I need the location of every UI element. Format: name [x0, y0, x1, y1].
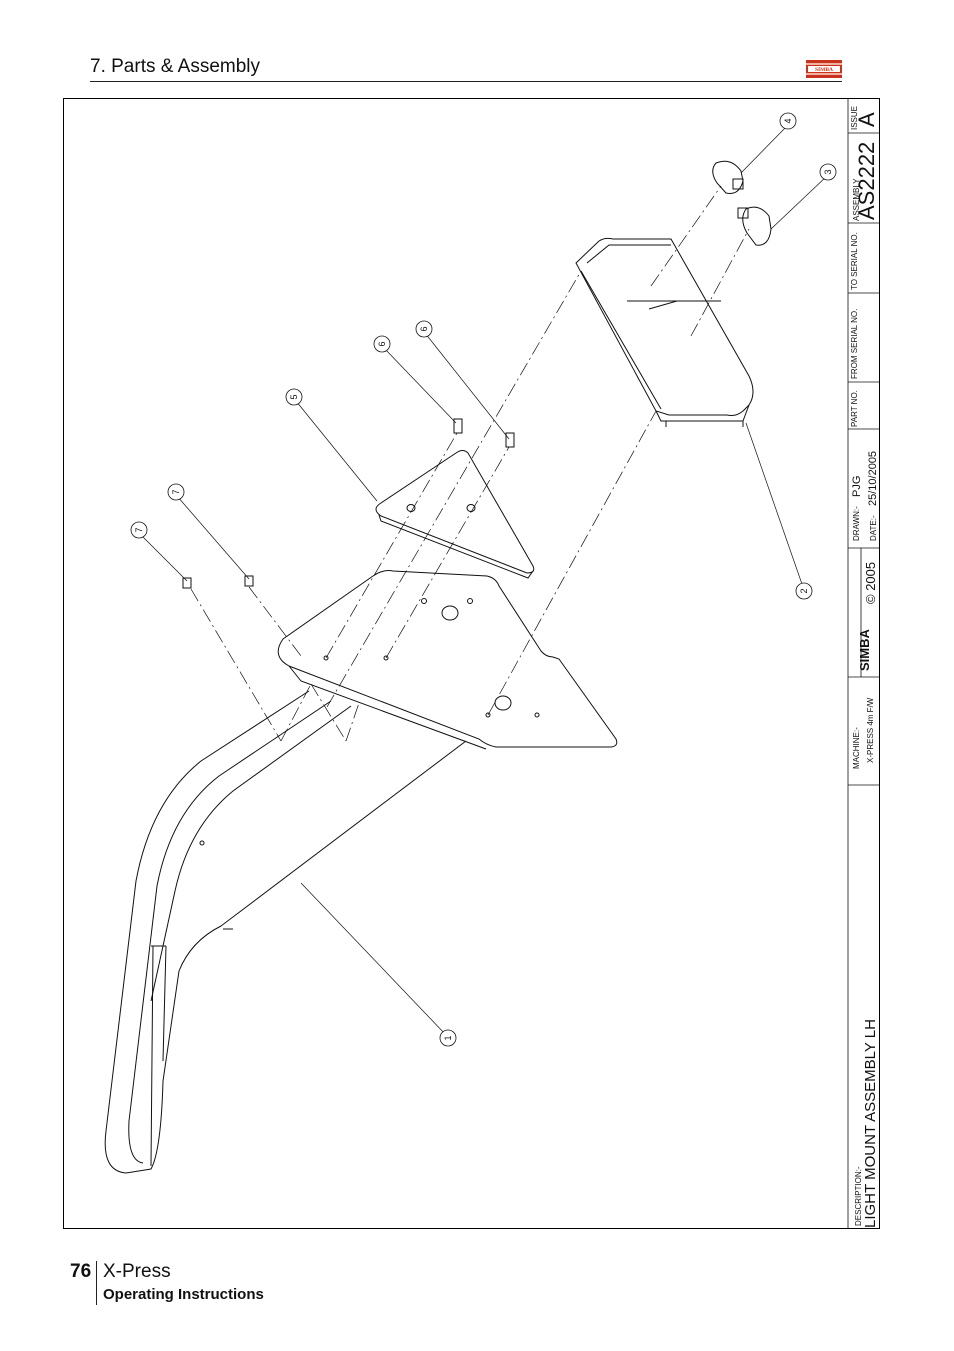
screws — [182, 418, 515, 589]
from-serial-label: FROM SERIAL NO. — [850, 309, 859, 379]
title-block — [847, 99, 879, 1228]
drawing-frame: 1 2 3 4 5 6 6 7 7 ISSUE A ASSEMBLY AS222… — [63, 98, 880, 1229]
svg-text:1: 1 — [443, 1035, 453, 1040]
to-serial-label: TO SERIAL NO. — [850, 232, 859, 290]
lamp-housing — [575, 237, 754, 427]
footer-title: X-Press — [103, 1261, 171, 1282]
date-label: DATE:- — [869, 515, 878, 541]
footer-subtitle: Operating Instructions — [103, 1286, 264, 1303]
issue-label: ISSUE — [850, 106, 859, 130]
triangle-plate — [375, 450, 535, 579]
item-balloon-7a: 7 — [167, 483, 185, 501]
leader-lines — [139, 125, 828, 1036]
item-balloon-7b: 7 — [130, 521, 148, 539]
item-balloon-2: 2 — [795, 582, 813, 600]
header-divider — [90, 81, 842, 82]
assembly-drawing: 1 2 3 4 5 6 6 7 7 ISSUE A ASSEMBLY AS222… — [104, 99, 879, 1228]
svg-text:3: 3 — [823, 169, 833, 174]
assembly-label: ASSEMBLY — [852, 178, 861, 221]
simba-logo: SIMBA — [806, 60, 842, 78]
svg-text:7: 7 — [171, 489, 181, 494]
machine-label: MACHINE:- — [852, 727, 861, 769]
svg-text:7: 7 — [134, 527, 144, 532]
item-balloon-6a: 6 — [373, 335, 391, 353]
date-value: 25/10/2005 — [867, 451, 879, 506]
item-balloon-6b: 6 — [415, 320, 433, 338]
bracket-arm — [104, 690, 467, 1174]
assembly-number: AS2222 — [854, 142, 879, 220]
issue-value: A — [854, 112, 879, 127]
part-no-label: PART NO. — [850, 390, 859, 427]
mounting-plate — [277, 570, 618, 750]
svg-text:2: 2 — [799, 588, 809, 593]
machine-value: X-PRESS 4m F/W — [866, 697, 875, 763]
item-balloon-4: 4 — [779, 112, 797, 130]
svg-text:6: 6 — [377, 341, 387, 346]
item-balloon-3: 3 — [819, 163, 837, 181]
description-value: LIGHT MOUNT ASSEMBLY LH — [862, 1019, 879, 1228]
item-balloon-1: 1 — [439, 1029, 457, 1047]
footer-divider — [96, 1261, 97, 1305]
svg-text:4: 4 — [783, 118, 793, 123]
svg-text:6: 6 — [419, 326, 429, 331]
construction-lines — [190, 185, 750, 742]
page-number: 76 — [70, 1261, 92, 1282]
section-title: 7. Parts & Assembly — [90, 56, 261, 77]
drawn-by: PJG — [851, 476, 863, 497]
svg-text:5: 5 — [289, 394, 299, 399]
bulb-parts — [712, 160, 772, 246]
description-label: DESCRIPTION:- — [854, 1166, 863, 1226]
copyright: © 2005 — [863, 562, 878, 604]
logo-text: SIMBA — [815, 67, 833, 73]
drawn-label: DRAWN:- — [852, 506, 861, 541]
item-balloon-5: 5 — [285, 388, 303, 406]
title-block-logo: SIMBA — [857, 629, 872, 672]
